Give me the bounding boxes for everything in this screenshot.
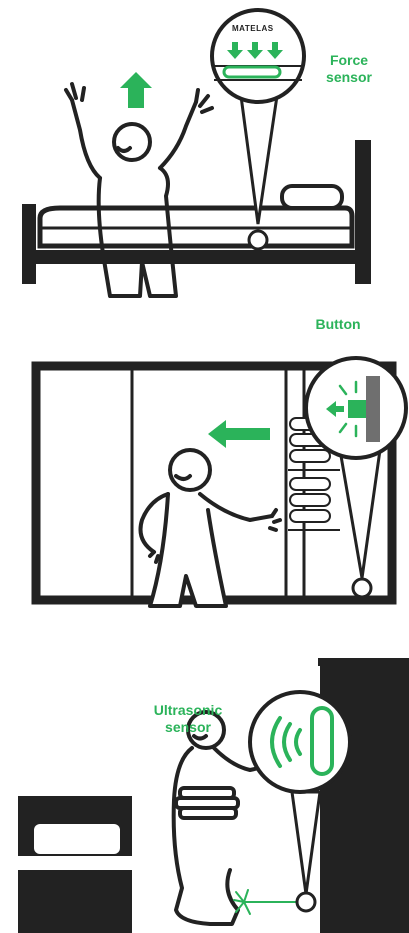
up-arrow-icon — [120, 72, 152, 108]
ultrasonic-sensor-label-line2: sensor — [138, 719, 238, 736]
down-arrows-icon — [227, 42, 283, 59]
panel-doorway-ultrasonic: Ultrasonic sensor — [0, 630, 409, 933]
bed-scene — [0, 0, 409, 300]
ultrasonic-sensor-label: Ultrasonic sensor — [138, 702, 238, 736]
wardrobe-scene — [0, 300, 409, 630]
button-label: Button — [300, 316, 376, 333]
person-figure-icon — [66, 84, 212, 296]
panel-wardrobe-button: Button — [0, 300, 409, 630]
mattress-label: MATELAS — [232, 24, 274, 33]
force-sensor-label-line1: Force — [316, 52, 382, 69]
bed-illustration — [18, 796, 132, 933]
doorway-scene — [0, 630, 409, 933]
ultrasonic-sensor-label-line1: Ultrasonic — [138, 702, 238, 719]
force-sensor-label-line2: sensor — [316, 69, 382, 86]
panel-bed-force-sensor: MATELAS Force sensor — [0, 0, 409, 300]
force-sensor-label: Force sensor — [316, 52, 382, 86]
bed-illustration — [22, 140, 371, 284]
ultrasonic-beam — [234, 890, 300, 914]
wall-illustration — [318, 658, 409, 933]
